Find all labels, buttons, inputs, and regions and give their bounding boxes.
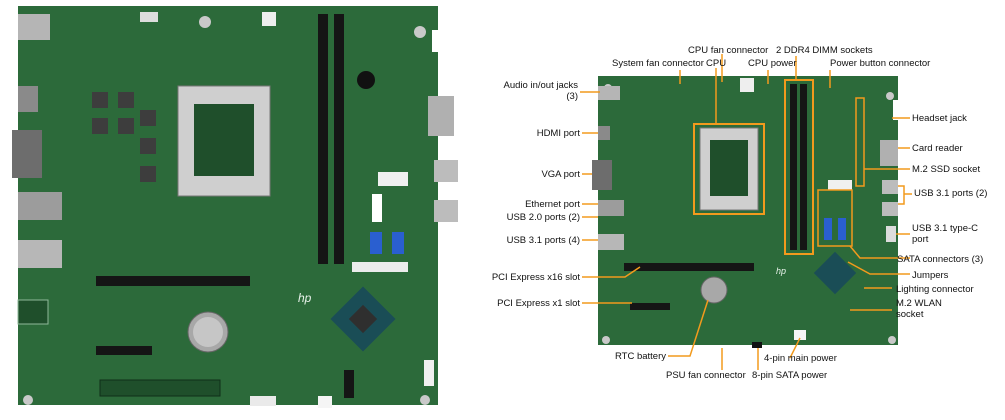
m2-ssd-highlight-box	[855, 97, 865, 187]
label-usb31-ports-2: USB 3.1 ports (2)	[914, 188, 988, 199]
label-system-fan-connector: System fan connector	[612, 58, 704, 69]
label-usb31-ports-4: USB 3.1 ports (4)	[506, 235, 580, 246]
label-ethernet-port: Ethernet port	[525, 199, 580, 210]
label-pci-x1: PCI Express x1 slot	[497, 298, 580, 309]
right-motherboard: hp	[592, 76, 898, 348]
label-usb31-typec: USB 3.1 type-C port	[912, 223, 978, 245]
right-hp-logo: hp	[776, 266, 786, 276]
dimm-highlight-box	[784, 79, 814, 255]
label-cpu-fan-connector: CPU fan connector	[688, 45, 769, 56]
label-usb20-ports: USB 2.0 ports (2)	[506, 212, 580, 223]
label-four-pin-main-power: 4-pin main power	[764, 353, 837, 364]
label-audio-jacks: Audio in/out jacks (3)	[503, 80, 578, 102]
cpu-highlight-box	[693, 123, 765, 215]
label-m2-ssd-socket: M.2 SSD socket	[912, 164, 981, 175]
sata-highlight-box	[817, 189, 853, 247]
label-jumpers: Jumpers	[912, 270, 949, 281]
label-m2-wlan: M.2 WLAN socket	[896, 298, 942, 320]
label-psu-fan-connector: PSU fan connector	[666, 370, 746, 381]
label-cpu-power: CPU power	[748, 58, 797, 69]
label-headset-jack: Headset jack	[912, 113, 967, 124]
label-cpu: CPU	[706, 58, 727, 69]
label-eight-pin-sata-power: 8-pin SATA power	[752, 370, 828, 381]
label-lighting-connector: Lighting connector	[896, 284, 974, 295]
left-hp-logo: hp	[298, 291, 312, 305]
label-pci-x16: PCI Express x16 slot	[491, 272, 580, 283]
left-motherboard: hp	[12, 6, 458, 408]
label-ddr4-dimm-sockets: 2 DDR4 DIMM sockets	[776, 45, 873, 56]
callout-lines	[580, 54, 912, 370]
label-card-reader: Card reader	[912, 143, 963, 154]
label-power-button-connector: Power button connector	[830, 58, 931, 69]
label-sata-connectors: SATA connectors (3)	[897, 254, 984, 265]
label-rtc-battery: RTC battery	[614, 351, 666, 362]
label-hdmi-port: HDMI port	[536, 128, 580, 139]
label-vga-port: VGA port	[541, 169, 580, 180]
